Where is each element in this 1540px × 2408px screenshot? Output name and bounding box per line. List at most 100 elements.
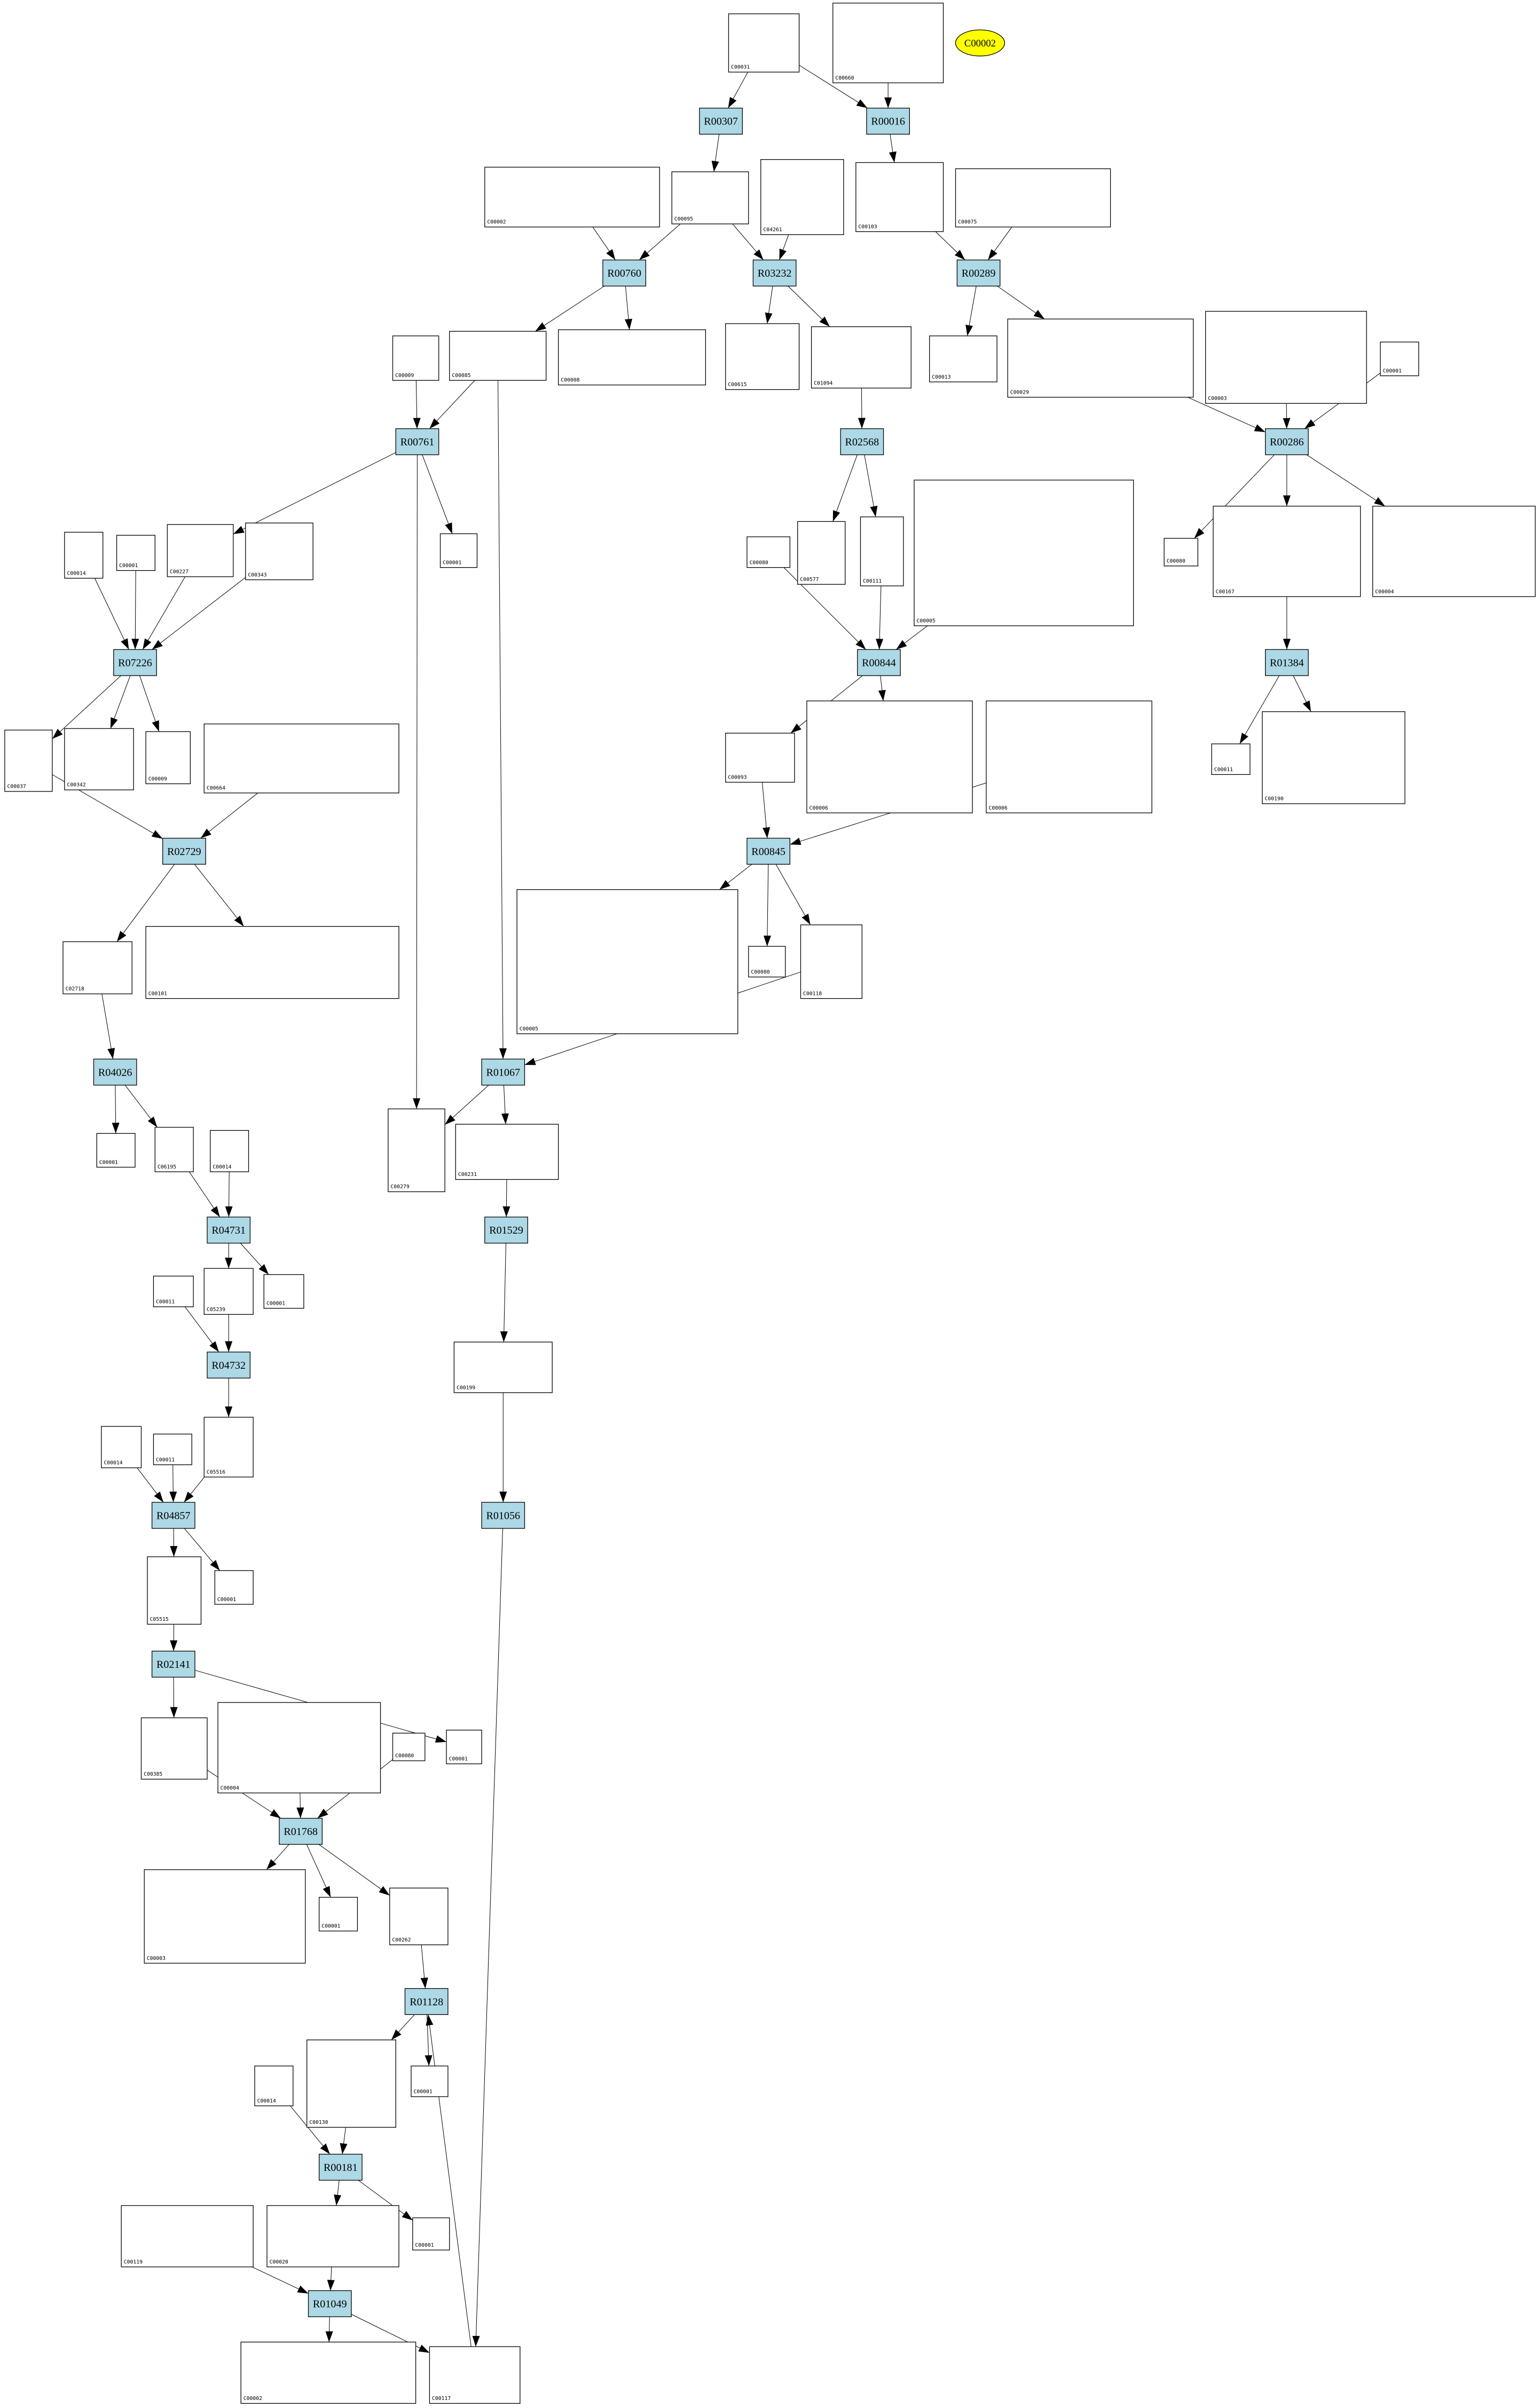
compound-node-c00080[interactable]: C00080	[1164, 538, 1198, 567]
compound-node-c00009[interactable]: C00009	[392, 335, 439, 381]
compound-node-c00227[interactable]: C00227	[167, 524, 234, 577]
compound-node-c00002[interactable]: C00002	[484, 167, 660, 228]
reaction-node-r00289[interactable]: R00289	[956, 260, 1001, 287]
reaction-node-r01067[interactable]: R01067	[481, 1058, 525, 1086]
compound-node-c00014[interactable]: C00014	[254, 2065, 294, 2106]
reaction-node-r00016[interactable]: R00016	[866, 107, 910, 135]
compound-node-c00002[interactable]: C00002	[240, 2341, 417, 2404]
reaction-node-r02141[interactable]: R02141	[151, 1651, 195, 1678]
reaction-node-r04026[interactable]: R04026	[93, 1058, 137, 1086]
reaction-box	[207, 1217, 251, 1244]
compound-node-c00279[interactable]: C00279	[388, 1108, 445, 1193]
compound-node-c00080[interactable]: C00080	[392, 1732, 426, 1761]
compound-node-c00117[interactable]: C00117	[429, 2346, 521, 2404]
compound-node-c00385[interactable]: C00385	[140, 1717, 208, 1780]
compound-node-c00130[interactable]: C00130	[307, 2040, 396, 2128]
compound-node-c00660[interactable]: C00660	[832, 3, 944, 83]
compound-node-c00343[interactable]: C00343	[245, 522, 313, 581]
reaction-node-r00844[interactable]: R00844	[857, 649, 901, 676]
compound-node-c00003[interactable]: C00003	[1205, 311, 1367, 404]
compound-node-c00119[interactable]: C00119	[121, 2205, 254, 2268]
compound-node-c00013[interactable]: C00013	[929, 335, 997, 382]
compound-node-c00262[interactable]: C00262	[389, 1887, 449, 1946]
compound-node-c00103[interactable]: C00103	[855, 162, 944, 232]
compound-node-c00011[interactable]: C00011	[153, 1275, 194, 1307]
compound-node-c00029[interactable]: C00029	[1007, 318, 1194, 398]
reaction-node-r01128[interactable]: R01128	[404, 1988, 449, 2015]
compound-node-c00011[interactable]: C00011	[153, 1433, 192, 1465]
reaction-node-r02568[interactable]: R02568	[840, 428, 884, 456]
compound-node-c00001[interactable]: C00001	[411, 2065, 449, 2097]
compound-node-c00001[interactable]: C00001	[1380, 341, 1419, 377]
compound-node-c00111[interactable]: C00111	[860, 516, 904, 586]
compound-node-c00006[interactable]: C00006	[986, 700, 1152, 813]
compound-node-c00001[interactable]: C00001	[446, 1729, 482, 1764]
compound-node-c00005[interactable]: C00005	[516, 889, 738, 1034]
compound-node-c00001[interactable]: C00001	[116, 535, 155, 571]
compound-node-c00020[interactable]: C00020	[266, 2205, 399, 2268]
reaction-node-r01049[interactable]: R01049	[308, 2290, 352, 2317]
reaction-node-r00286[interactable]: R00286	[1265, 428, 1309, 456]
compound-node-c00118[interactable]: C00118	[800, 924, 862, 999]
compound-node-c00001[interactable]: C00001	[318, 1896, 358, 1932]
compound-node-c00006[interactable]: C00006	[806, 700, 973, 813]
compound-node-c00664[interactable]: C00664	[203, 723, 399, 794]
compound-node-c00095[interactable]: C00095	[671, 171, 749, 224]
compound-node-c00003[interactable]: C00003	[144, 1869, 306, 1964]
compound-node-c00014[interactable]: C00014	[101, 1426, 142, 1469]
compound-node-c00004[interactable]: C00004	[1372, 506, 1536, 597]
compound-node-c00080[interactable]: C00080	[748, 946, 786, 978]
reaction-node-r00307[interactable]: R00307	[699, 107, 743, 135]
compound-node-c00009[interactable]: C00009	[145, 731, 191, 785]
reaction-node-r00760[interactable]: R00760	[602, 260, 647, 287]
compound-node-c00190[interactable]: C00190	[1262, 711, 1405, 804]
highlight-compound-node[interactable]: C00002	[955, 29, 1005, 57]
compound-node-c00001[interactable]: C00001	[439, 533, 478, 568]
compound-node-c00075[interactable]: C00075	[955, 168, 1111, 228]
compound-node-c00008[interactable]: C00008	[558, 329, 706, 386]
reaction-node-r02729[interactable]: R02729	[162, 837, 206, 865]
compound-node-c00004[interactable]: C00004	[217, 1702, 381, 1793]
compound-node-c02718[interactable]: C02718	[62, 941, 132, 994]
compound-node-c00231[interactable]: C00231	[455, 1124, 559, 1180]
compound-node-c00101[interactable]: C00101	[145, 926, 399, 999]
compound-node-c05515[interactable]: C05515	[147, 1556, 202, 1625]
compound-node-c00014[interactable]: C00014	[210, 1130, 249, 1172]
reaction-node-r04857[interactable]: R04857	[151, 1502, 195, 1529]
compound-node-c00011[interactable]: C00011	[1211, 743, 1251, 775]
compound-node-c00005[interactable]: C00005	[914, 480, 1134, 626]
compound-node-c05239[interactable]: C05239	[203, 1268, 254, 1315]
compound-node-c00342[interactable]: C00342	[64, 728, 134, 790]
compound-node-c06195[interactable]: C06195	[154, 1127, 194, 1172]
compound-node-c05516[interactable]: C05516	[203, 1417, 254, 1478]
compound-node-c04261[interactable]: C04261	[760, 159, 844, 236]
reaction-node-r00761[interactable]: R00761	[395, 428, 439, 456]
reaction-node-r01529[interactable]: R01529	[484, 1217, 528, 1244]
compound-node-c00085[interactable]: C00085	[449, 331, 547, 381]
reaction-node-r00845[interactable]: R00845	[747, 837, 790, 865]
compound-node-c00037[interactable]: C00037	[4, 730, 53, 792]
reaction-node-r04731[interactable]: R04731	[207, 1217, 251, 1244]
reaction-node-r07226[interactable]: R07226	[113, 649, 157, 676]
compound-node-c00199[interactable]: C00199	[453, 1342, 553, 1393]
compound-node-c00167[interactable]: C00167	[1213, 506, 1361, 597]
compound-node-c00080[interactable]: C00080	[747, 536, 790, 568]
reaction-node-r01384[interactable]: R01384	[1265, 649, 1309, 676]
compound-id-label: C00001	[217, 1597, 236, 1603]
reaction-node-r04732[interactable]: R04732	[207, 1351, 251, 1379]
compound-node-c00001[interactable]: C00001	[263, 1274, 304, 1309]
reaction-node-r01768[interactable]: R01768	[279, 1818, 323, 1845]
compound-node-c00031[interactable]: C00031	[728, 13, 800, 73]
compound-node-c00615[interactable]: C00615	[725, 323, 800, 390]
compound-node-c00001[interactable]: C00001	[214, 1570, 254, 1605]
reaction-node-r01056[interactable]: R01056	[481, 1502, 525, 1529]
compound-node-c00001[interactable]: C00001	[412, 2217, 450, 2250]
compound-node-c01094[interactable]: C01094	[811, 326, 912, 389]
compound-node-c00093[interactable]: C00093	[725, 733, 795, 783]
reaction-node-r03232[interactable]: R03232	[752, 260, 797, 287]
compound-node-c00577[interactable]: C00577	[797, 521, 846, 585]
compound-id-label: C05516	[207, 1469, 225, 1475]
reaction-node-r00181[interactable]: R00181	[318, 2154, 363, 2181]
compound-node-c00001[interactable]: C00001	[96, 1133, 136, 1168]
compound-node-c00014[interactable]: C00014	[64, 531, 104, 579]
